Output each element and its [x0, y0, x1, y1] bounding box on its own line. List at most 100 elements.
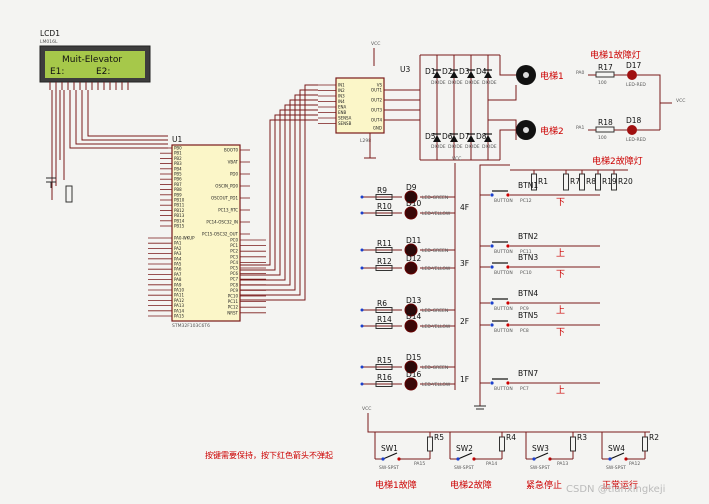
r17-ref: R17: [598, 63, 613, 72]
diode-ref: D3: [459, 67, 470, 76]
switch-lever[interactable]: [609, 452, 625, 460]
button-type: BUTTON: [494, 270, 513, 276]
floor-led: [404, 243, 418, 257]
switch-type: SW-SPST: [454, 465, 474, 471]
switch-pin: PA13: [557, 461, 568, 467]
floor-led-type: LED-YELLOW: [422, 211, 451, 217]
led-node: [360, 308, 364, 312]
diode-ref: D5: [425, 132, 436, 141]
button-pin: PC12: [520, 198, 532, 204]
mcu-pin-label: NRST: [227, 310, 238, 315]
led-resistor-ref: R16: [377, 373, 392, 382]
button-ref: BTN1: [518, 181, 538, 190]
r17: [595, 71, 615, 78]
button-pin: PC7: [520, 386, 529, 392]
mcu-pin-label: PA11: [174, 293, 184, 298]
switch-ref: SW3: [532, 444, 549, 453]
diodes: D1DIODED2DIODED3DIODED4DIODED5DIODED6DIO…: [425, 67, 497, 150]
mcu-pin-label: PB12: [174, 208, 185, 213]
diode-ref: D7: [459, 132, 470, 141]
led-resistor: [375, 265, 393, 271]
button-pin: PC8: [520, 328, 529, 334]
mcu-pin-label: PC15-OSC32_OUT: [202, 232, 238, 237]
mcu-pin-label: PB14: [174, 218, 185, 223]
fault-lamp1-pin: PA0: [576, 70, 585, 76]
diode-symbol: [450, 135, 458, 142]
pullup-ref: R1: [538, 177, 548, 186]
d17-ref: D17: [626, 61, 642, 70]
switch-ref: SW4: [608, 444, 625, 453]
led-node: [360, 266, 364, 270]
floor-label: 2F: [460, 317, 469, 326]
mcu-pin-label: PA13: [174, 303, 184, 308]
switch-lever[interactable]: [533, 452, 549, 460]
floor-led: [404, 206, 418, 220]
button-type: BUTTON: [494, 198, 513, 204]
button-type: BUTTON: [494, 306, 513, 312]
button-type: BUTTON: [494, 249, 513, 255]
mcu-pin-label: PC9: [230, 288, 238, 293]
floor-led-ref: D15: [406, 353, 422, 362]
mcu-pin-label: VBAT: [228, 160, 239, 165]
floor-label: 3F: [460, 259, 469, 268]
mcu-pin-label: PA5: [174, 262, 182, 267]
mcu-pin-label: PA0-WKUP: [174, 236, 195, 241]
driver-pin-label: IN1: [338, 83, 345, 88]
led-node: [360, 211, 364, 215]
led-node: [360, 324, 364, 328]
mcu-pin-label: PB5: [174, 172, 182, 177]
driver-pin-label: IN4: [338, 99, 345, 104]
mcu-pin-label: PC12: [228, 305, 239, 310]
mcu-pin-label: PC2: [230, 249, 238, 254]
switch-lever[interactable]: [457, 452, 473, 460]
switch-label: 紧急停止: [526, 479, 562, 491]
button-type: BUTTON: [494, 386, 513, 392]
fault-lamp-vcc: VCC: [676, 98, 685, 104]
mcu-pin-label: PC11: [228, 299, 239, 304]
floor-led: [404, 360, 418, 374]
switch-resistor-ref: R5: [434, 433, 444, 442]
switch-label: 电梯2故障: [450, 479, 492, 491]
note-text: 按键需要保持，按下红色箭头不弹起: [205, 450, 333, 460]
driver-pin-label: IN2: [338, 88, 345, 93]
floor-led-type: LED-GREEN: [422, 308, 448, 314]
led-resistor-ref: R12: [377, 257, 392, 266]
diode-type: DIODE: [465, 144, 480, 150]
pullup-resistor: [563, 173, 569, 191]
mcu-pin-label: PC10: [228, 294, 239, 299]
diode-type: DIODE: [465, 80, 480, 86]
mcu-pin-label: PA7: [174, 272, 182, 277]
led-node: [360, 248, 364, 252]
switch-bus: [367, 413, 650, 433]
led-resistor: [375, 381, 393, 387]
diode-bridge-wires: [419, 54, 500, 161]
diode-ref: D1: [425, 67, 436, 76]
switch-resistor-ref: R3: [577, 433, 587, 442]
driver-pin-label: SENSA: [338, 116, 352, 121]
driver-pins: IN1IN2IN3IN4ENAENBSENSASENSBVSOUT1OUT2OU…: [318, 83, 382, 131]
mcu-pin-label: PB4: [174, 166, 182, 171]
ground-symbol: [46, 177, 56, 188]
fault-lamp2-pin: PA1: [576, 125, 585, 131]
driver-pin-label: OUT2: [371, 98, 383, 103]
driver-pin-label: IN3: [338, 94, 345, 99]
mcu-pin-label: PA10: [174, 288, 184, 293]
led-resistor-ref: R15: [377, 356, 392, 365]
button-ref: BTN2: [518, 232, 538, 241]
lcd-screen: [45, 51, 145, 78]
diode-symbol: [433, 71, 441, 78]
switch-lever[interactable]: [382, 452, 398, 460]
mcu-pin-label: PA9: [174, 282, 182, 287]
floor-label: 1F: [460, 375, 469, 384]
floor-led-ref: D9: [406, 183, 417, 192]
mcu-pin-label: PB13: [174, 213, 185, 218]
mcu-pin-label: OSCOUT_PD1: [211, 196, 238, 201]
mcu-pin-label: PA6: [174, 267, 182, 272]
lcd-model: LM016L: [40, 39, 58, 45]
diode-symbol: [484, 71, 492, 78]
driver-pin-label: VS: [377, 83, 383, 88]
floor-led-type: LED-YELLOW: [422, 324, 451, 330]
